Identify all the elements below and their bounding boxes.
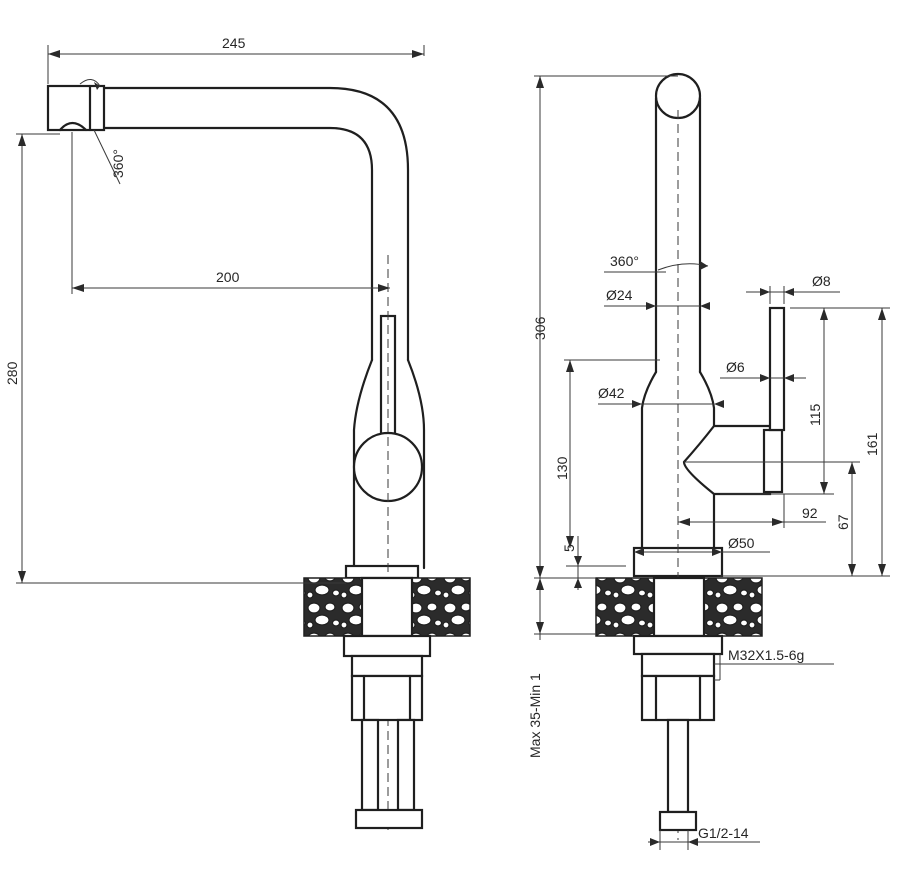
side-dim-d8: Ø8	[812, 273, 831, 289]
front-dim-245: 245	[222, 35, 246, 51]
front-hose-left	[360, 718, 380, 812]
side-spout-tube	[654, 96, 702, 374]
side-view: 306 360° Ø24 Ø8 Ø6 Ø42 130	[527, 72, 890, 850]
front-nut	[342, 634, 432, 658]
side-dim-115: 115	[807, 403, 823, 426]
side-dim-161: 161	[864, 432, 880, 456]
side-dim-306: 306	[532, 316, 548, 340]
front-hose-nut	[354, 808, 424, 830]
side-dim-5: 5	[561, 544, 577, 552]
side-deck-left	[595, 577, 655, 637]
side-dim-67: 67	[835, 514, 851, 530]
front-body-outline	[352, 358, 426, 570]
front-spout-outline	[100, 86, 410, 362]
front-deck-left	[303, 577, 363, 637]
side-hose-nut	[658, 810, 698, 832]
front-deck-right	[411, 577, 471, 637]
side-dim-connection: G1/2-14	[698, 825, 749, 841]
front-body-base	[344, 564, 420, 580]
front-dim-200: 200	[216, 269, 240, 285]
front-view: 360° 245 200	[4, 35, 471, 830]
side-dim-d6: Ø6	[726, 359, 745, 375]
front-dim-280: 280	[4, 361, 20, 385]
side-dim-360: 360°	[610, 253, 639, 269]
side-nut	[632, 634, 724, 656]
front-rotation-label: 360°	[110, 149, 126, 178]
side-deck-right	[703, 577, 763, 637]
side-handle-body	[682, 424, 772, 496]
side-hose	[666, 718, 690, 814]
side-dim-deck-thickness: Max 35-Min 1	[527, 673, 543, 758]
side-dim-d24: Ø24	[606, 287, 633, 303]
side-body-outline	[640, 370, 716, 550]
side-dim-d50: Ø50	[728, 535, 755, 551]
side-handle-lever	[768, 306, 786, 432]
front-fixing-block	[350, 674, 424, 722]
front-hose-right	[396, 718, 416, 812]
side-dim-130: 130	[554, 456, 570, 480]
side-dim-thread: M32X1.5-6g	[728, 647, 804, 663]
side-handle-cap	[762, 428, 784, 494]
side-dim-d42: Ø42	[598, 385, 625, 401]
side-dim-92: 92	[802, 505, 818, 521]
front-rotation-arrow	[79, 79, 101, 87]
side-fixing-block	[640, 674, 716, 722]
